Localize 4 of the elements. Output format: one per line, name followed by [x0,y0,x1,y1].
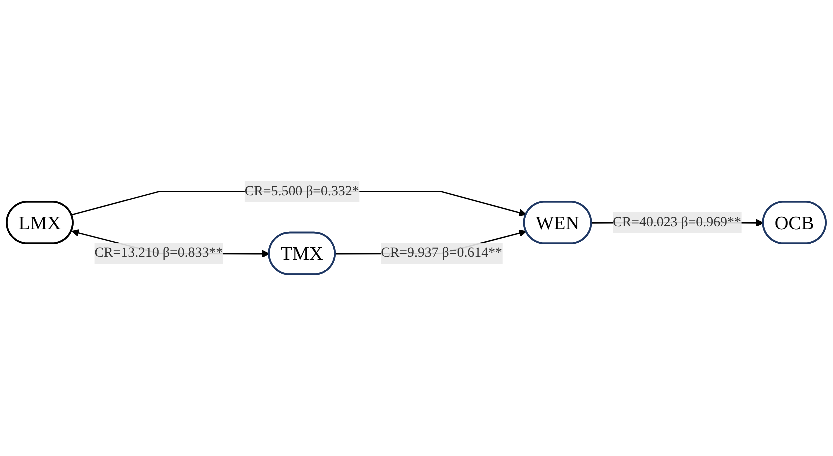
edge-label: CR=13.210 β=0.833** [94,246,224,261]
edge-label: CR=5.500 β=0.332* [244,184,360,199]
edge-label: CR=9.937 β=0.614** [381,246,502,261]
edge-label: CR=40.023 β=0.969** [613,214,742,230]
